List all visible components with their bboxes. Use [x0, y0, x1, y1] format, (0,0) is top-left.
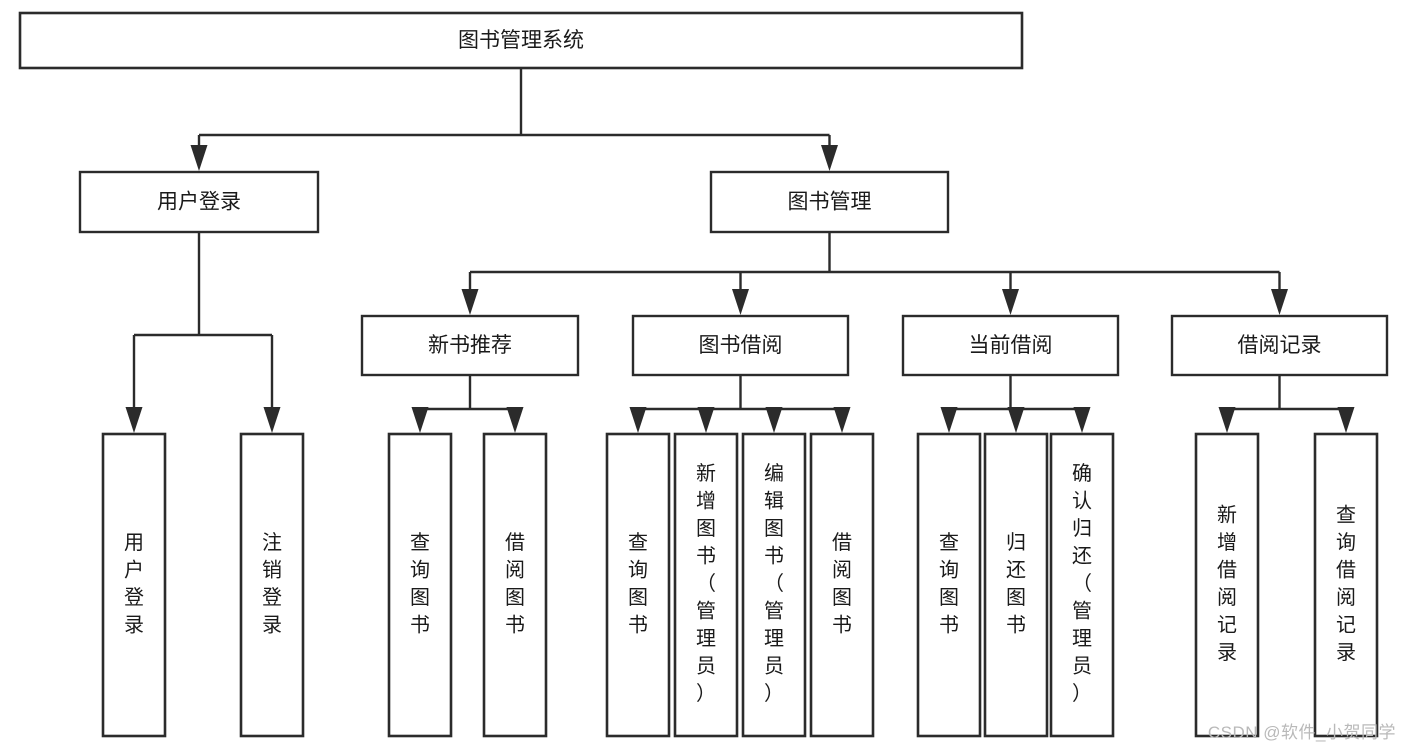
- arrow-head-icon: [125, 407, 143, 433]
- connector-group: [940, 375, 1091, 433]
- node-leaf-query-book-2[interactable]: 查询图书: [605, 432, 671, 738]
- arrow-head-icon: [765, 407, 783, 433]
- node-box[interactable]: [78, 170, 320, 234]
- node-box[interactable]: [1194, 432, 1260, 738]
- arrow-head-icon: [833, 407, 851, 433]
- node-label: 用户登录: [124, 532, 144, 637]
- connector-group: [411, 375, 524, 433]
- node-new-book-rec[interactable]: 新书推荐: [360, 314, 580, 377]
- node-box[interactable]: [18, 11, 1024, 70]
- connector-group: [461, 232, 1288, 315]
- arrow-head-icon: [940, 407, 958, 433]
- arrow-head-icon: [821, 145, 838, 171]
- node-label: 查询图书: [628, 531, 648, 637]
- connector-group: [190, 68, 838, 171]
- connector-group: [125, 232, 281, 433]
- node-label: 注销登录: [262, 531, 282, 637]
- node-leaf-add-book[interactable]: 新增图书（管理员）: [673, 432, 739, 738]
- node-borrow-record[interactable]: 借阅记录: [1170, 314, 1389, 377]
- node-label: 借阅图书: [505, 531, 525, 637]
- connector-group: [629, 375, 851, 433]
- node-leaf-query-book-1[interactable]: 查询图书: [387, 432, 453, 738]
- node-box[interactable]: [482, 432, 548, 738]
- node-box[interactable]: [360, 314, 580, 377]
- node-label: 编辑图书（管理员）: [764, 462, 784, 705]
- node-box[interactable]: [605, 432, 671, 738]
- arrow-head-icon: [1073, 407, 1091, 433]
- arrow-head-icon: [629, 407, 647, 433]
- arrow-head-icon: [461, 289, 479, 315]
- node-book-borrow[interactable]: 图书借阅: [631, 314, 850, 377]
- node-box[interactable]: [983, 432, 1049, 738]
- node-box[interactable]: [631, 314, 850, 377]
- node-leaf-borrow-book-1[interactable]: 借阅图书: [482, 432, 548, 738]
- node-box[interactable]: [901, 314, 1120, 377]
- node-leaf-logout[interactable]: 注销登录: [239, 432, 305, 738]
- node-leaf-query-record[interactable]: 查询借阅记录: [1313, 432, 1379, 738]
- node-box[interactable]: [741, 432, 807, 738]
- arrow-head-icon: [190, 145, 208, 171]
- connector-layer: [125, 68, 1355, 433]
- arrow-head-icon: [1337, 407, 1355, 433]
- node-box[interactable]: [1170, 314, 1389, 377]
- node-box[interactable]: [101, 432, 167, 738]
- node-label: 图书管理: [788, 191, 872, 214]
- node-label: 新增借阅记录: [1217, 504, 1237, 665]
- node-leaf-return-book[interactable]: 归还图书: [983, 432, 1049, 738]
- node-label: 借阅图书: [832, 531, 852, 637]
- csdn-watermark: CSDN @软件_小贺同学: [1207, 723, 1396, 742]
- node-box[interactable]: [1049, 432, 1115, 738]
- arrow-head-icon: [697, 407, 715, 433]
- node-leaf-user-login[interactable]: 用户登录: [101, 432, 167, 738]
- connector-group: [1218, 375, 1355, 433]
- node-root[interactable]: 图书管理系统: [18, 11, 1024, 70]
- node-label: 借阅记录: [1238, 334, 1322, 357]
- arrow-head-icon: [1002, 289, 1019, 315]
- arrow-head-icon: [1271, 289, 1288, 315]
- node-box[interactable]: [673, 432, 739, 738]
- node-leaf-confirm-return[interactable]: 确认归还（管理员）: [1049, 432, 1115, 738]
- node-box[interactable]: [239, 432, 305, 738]
- arrow-head-icon: [1218, 407, 1236, 433]
- arrow-head-icon: [263, 407, 281, 433]
- node-box[interactable]: [709, 170, 950, 234]
- node-layer: 图书管理系统用户登录图书管理新书推荐图书借阅当前借阅借阅记录用户登录注销登录查询…: [18, 11, 1389, 738]
- arrow-head-icon: [411, 407, 429, 433]
- node-user-login[interactable]: 用户登录: [78, 170, 320, 234]
- node-label: 查询图书: [939, 531, 959, 637]
- node-current-borrow[interactable]: 当前借阅: [901, 314, 1120, 377]
- node-book-manage[interactable]: 图书管理: [709, 170, 950, 234]
- node-leaf-add-record[interactable]: 新增借阅记录: [1194, 432, 1260, 738]
- node-label: 图书借阅: [699, 334, 783, 357]
- node-label: 当前借阅: [969, 334, 1053, 357]
- node-label: 用户登录: [157, 191, 241, 214]
- node-box[interactable]: [387, 432, 453, 738]
- node-label: 查询图书: [410, 531, 430, 637]
- node-label: 新书推荐: [428, 334, 512, 357]
- node-leaf-borrow-book-2[interactable]: 借阅图书: [809, 432, 875, 738]
- node-label: 查询借阅记录: [1336, 504, 1356, 665]
- node-label: 图书管理系统: [458, 29, 584, 52]
- arrow-head-icon: [732, 289, 749, 315]
- node-leaf-query-book-3[interactable]: 查询图书: [916, 432, 982, 738]
- arrow-head-icon: [506, 407, 524, 433]
- node-box[interactable]: [1313, 432, 1379, 738]
- node-label: 确认归还（管理员）: [1072, 462, 1092, 705]
- node-label: 归还图书: [1006, 531, 1026, 637]
- node-label: 新增图书（管理员）: [696, 462, 716, 705]
- node-box[interactable]: [809, 432, 875, 738]
- node-box[interactable]: [916, 432, 982, 738]
- node-leaf-edit-book[interactable]: 编辑图书（管理员）: [741, 432, 807, 738]
- arrow-head-icon: [1007, 407, 1025, 433]
